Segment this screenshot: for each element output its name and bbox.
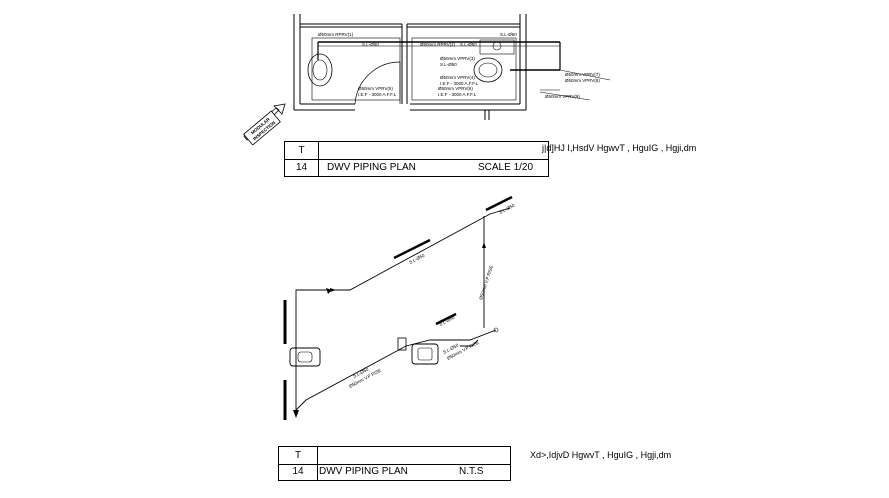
title-block-row1: T: [285, 142, 548, 160]
plan-label: S.L-Ø50: [362, 42, 379, 47]
inspection-stamp: MODULAR INSPECTION: [243, 110, 281, 146]
plan-label: S.L-Ø50: [460, 42, 477, 47]
plan-label: Ø50mm VPRV(4): [440, 75, 475, 80]
title-block-row2-left: 14: [279, 463, 318, 480]
title-block-row1-left: T: [279, 447, 318, 464]
drawing-scale: SCALE 1/20: [478, 162, 534, 173]
drawing-title: DWV PIPING PLAN: [327, 162, 416, 173]
title-block-bottom-side-text: Xd>,IdjvD HgwvT , HguIG , Hgji,dm: [530, 450, 672, 460]
plan-label: Ø50mm VPRV(5): [358, 86, 393, 91]
iso-label: S.L-Ø50: [408, 253, 426, 265]
plan-label: S.L-Ø50: [440, 62, 457, 67]
plan-label: Ø50mm VPRV(8): [565, 78, 600, 83]
plan-label: I.E.F - 3000 A.F.F.L: [358, 92, 397, 97]
iso-label: S.L-Ø50: [438, 315, 456, 327]
iso-label: Ø50mm V.P RISE: [478, 265, 494, 301]
plan-label: Ø50mm VPRV(3): [440, 56, 475, 61]
drawing-scale: N.T.S: [459, 466, 484, 478]
title-block-row1: T: [279, 447, 510, 465]
title-block-row2-left: 14: [285, 159, 319, 176]
iso-labels: S.L-Ø50 S.L-Ø50 Ø50mm V.P RISE S.L-Ø50 S…: [348, 203, 516, 389]
plan-label: Ø50mm VPRV(6): [438, 86, 473, 91]
plan-labels: Ø50mm RPRV(1) Ø50mm RPRV(2) Ø50mm VPRV(3…: [318, 32, 600, 99]
isometric-drawing: [283, 195, 513, 420]
plan-label: Ø50mm RPRV(1): [318, 32, 354, 37]
title-block-row2: 14 DWV PIPING PLAN SCALE 1/20: [285, 159, 548, 176]
title-block-row2: 14 DWV PIPING PLAN N.T.S: [279, 463, 510, 480]
drawing-title: DWV PIPING PLAN: [319, 466, 408, 478]
plan-label: Ø50mm RPRV(2): [420, 42, 456, 47]
plan-label: Ø50mm VPRV(7): [565, 72, 600, 77]
plan-label: I.E.F - 3000 A.F.F.L: [438, 92, 477, 97]
title-block-bottom: T 14 DWV PIPING PLAN N.T.S: [278, 446, 511, 481]
iso-label: S.L-Ø50: [498, 203, 516, 215]
plan-label: Ø50mm VPRV(9): [545, 94, 580, 99]
title-block-top: T 14 DWV PIPING PLAN SCALE 1/20: [284, 141, 549, 177]
title-block-top-side-text: j|d]HJ I,HsdV HgwvT , HguIG , Hgji,dm: [542, 143, 697, 153]
plan-label: S.L-Ø50: [500, 32, 517, 37]
title-block-row1-left: T: [285, 142, 319, 159]
plan-label: I.E.F - 3000 A.F.F.L: [440, 81, 479, 86]
floor-plan: [243, 14, 611, 141]
